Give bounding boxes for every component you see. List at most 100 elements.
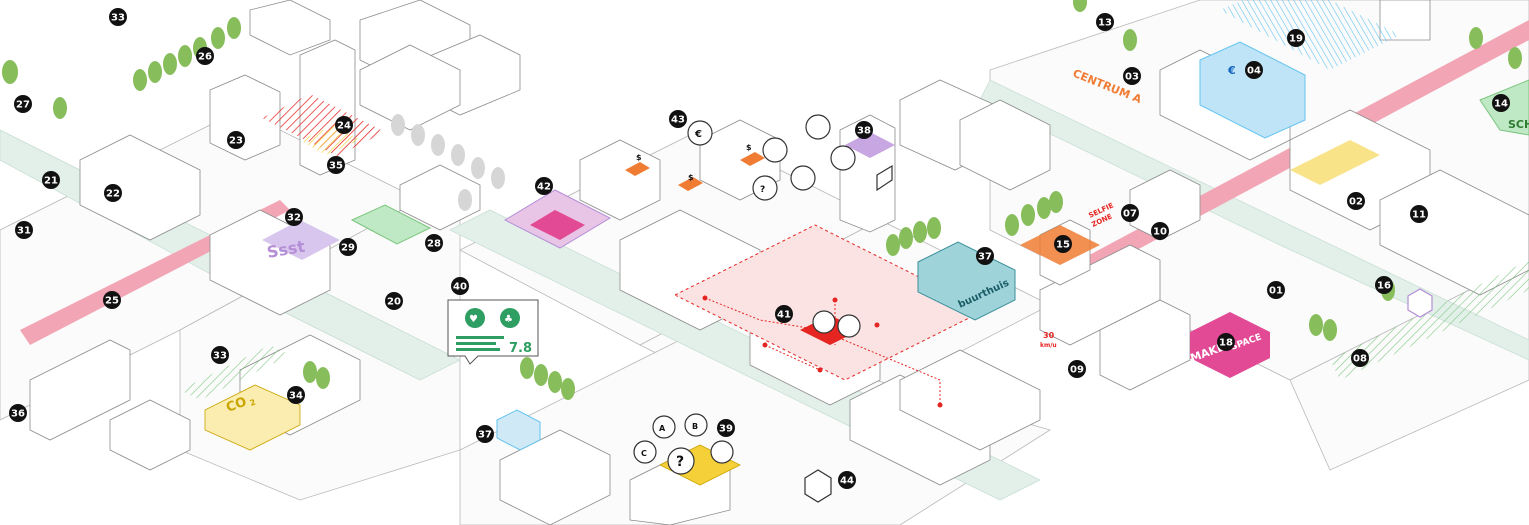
tree xyxy=(1323,319,1337,341)
marker-number: 41 xyxy=(777,310,791,321)
zone-green-strip xyxy=(180,345,290,400)
marker-36: 36 xyxy=(9,404,27,422)
tree-grey xyxy=(458,189,472,211)
tree xyxy=(1021,204,1035,226)
marker-number: 31 xyxy=(17,226,31,237)
marker-circle xyxy=(976,247,994,265)
building-co2 xyxy=(204,384,301,451)
tree xyxy=(2,60,18,84)
tree xyxy=(211,27,225,49)
marker-15: 15 xyxy=(1054,235,1072,253)
marker-number: 43 xyxy=(671,115,685,126)
feature-zones xyxy=(180,0,1529,486)
marker-number: 14 xyxy=(1494,99,1508,110)
marker-circle xyxy=(339,238,357,256)
connection-line xyxy=(819,329,941,405)
tree-grey xyxy=(491,167,505,189)
marker-number: 29 xyxy=(341,243,355,254)
zone-green-verge xyxy=(1330,260,1529,380)
marker-number: 35 xyxy=(329,161,343,172)
connection-dot xyxy=(762,342,768,348)
zone-purple-sssst xyxy=(262,220,340,260)
building-courtyard xyxy=(79,134,201,241)
option-a-glyph: A xyxy=(659,424,666,433)
marker-33: 33 xyxy=(211,346,229,364)
building-row xyxy=(499,429,611,525)
tree xyxy=(927,217,941,239)
co2-label: CO xyxy=(224,395,248,416)
marker-42: 42 xyxy=(535,177,553,195)
marker-circle xyxy=(1096,13,1114,31)
marker-circle xyxy=(196,47,214,65)
marker-number: 40 xyxy=(453,282,467,293)
option-c-glyph: C xyxy=(641,449,647,458)
marker-circle xyxy=(1351,349,1369,367)
marker-number: 37 xyxy=(978,252,992,263)
tree-grey xyxy=(451,144,465,166)
marker-number: 24 xyxy=(337,121,351,132)
person-bubble-icon xyxy=(830,145,856,171)
bubble-icons xyxy=(633,114,1433,503)
marker-number: 03 xyxy=(1125,72,1139,83)
marker-04: 04 xyxy=(1245,61,1263,79)
marker-circle xyxy=(1375,276,1393,294)
marker-number: 16 xyxy=(1377,281,1391,292)
medicine-box-icon xyxy=(805,114,831,140)
marker-number: 33 xyxy=(213,351,227,362)
marker-22: 22 xyxy=(104,184,122,202)
marker-31: 31 xyxy=(15,221,33,239)
marker-circle xyxy=(1121,204,1139,222)
marker-40: 40 xyxy=(451,277,469,295)
marker-circle xyxy=(1347,192,1365,210)
marker-circle xyxy=(287,386,305,404)
heart-glyph: ♥ xyxy=(469,314,478,325)
marker-number: 20 xyxy=(387,297,401,308)
building-row xyxy=(1099,299,1191,391)
tree-grey xyxy=(471,157,485,179)
building-block xyxy=(399,164,481,231)
marker-number: 25 xyxy=(105,296,119,307)
trees xyxy=(2,0,1522,400)
marker-18: 18 xyxy=(1217,333,1235,351)
marker-circle xyxy=(669,110,687,128)
marker-circle xyxy=(1123,67,1141,85)
zone-hatched-blue xyxy=(1220,0,1400,70)
marker-number: 39 xyxy=(719,424,733,435)
school-label: SCH xyxy=(1508,118,1529,131)
tree xyxy=(1508,47,1522,69)
score-bar xyxy=(456,342,496,345)
money-glyph: $ xyxy=(688,173,694,182)
marker-37: 37 xyxy=(476,425,494,443)
marker-number: 37 xyxy=(478,430,492,441)
marker-circle xyxy=(327,156,345,174)
marker-07: 07 xyxy=(1121,204,1139,222)
building-blue xyxy=(1199,41,1306,139)
phone-icon xyxy=(790,165,816,191)
building-health-roof xyxy=(845,132,895,158)
marker-circle xyxy=(1492,94,1510,112)
bubble-icon xyxy=(812,310,836,334)
tree xyxy=(178,45,192,67)
building-block xyxy=(109,399,191,471)
option-b-icon xyxy=(684,413,708,437)
building-block xyxy=(359,44,461,131)
building-house xyxy=(1129,169,1201,241)
marker-37: 37 xyxy=(976,247,994,265)
marker-number: 01 xyxy=(1269,286,1283,297)
tree xyxy=(316,367,330,389)
money-glyph: $ xyxy=(746,143,752,152)
marker-10: 10 xyxy=(1151,222,1169,240)
zone-yellow-roof xyxy=(1290,140,1380,185)
person-icon xyxy=(710,440,734,464)
bubble-icon xyxy=(837,314,861,338)
tree xyxy=(163,53,177,75)
marker-number: 36 xyxy=(11,409,25,420)
marker-number: 22 xyxy=(106,189,120,200)
marker-11: 11 xyxy=(1410,205,1428,223)
tree xyxy=(561,378,575,400)
tree xyxy=(303,361,317,383)
marker-number: 26 xyxy=(198,52,212,63)
marker-circle xyxy=(1245,61,1263,79)
building-row xyxy=(1379,169,1529,296)
marker-number: 10 xyxy=(1153,227,1167,238)
